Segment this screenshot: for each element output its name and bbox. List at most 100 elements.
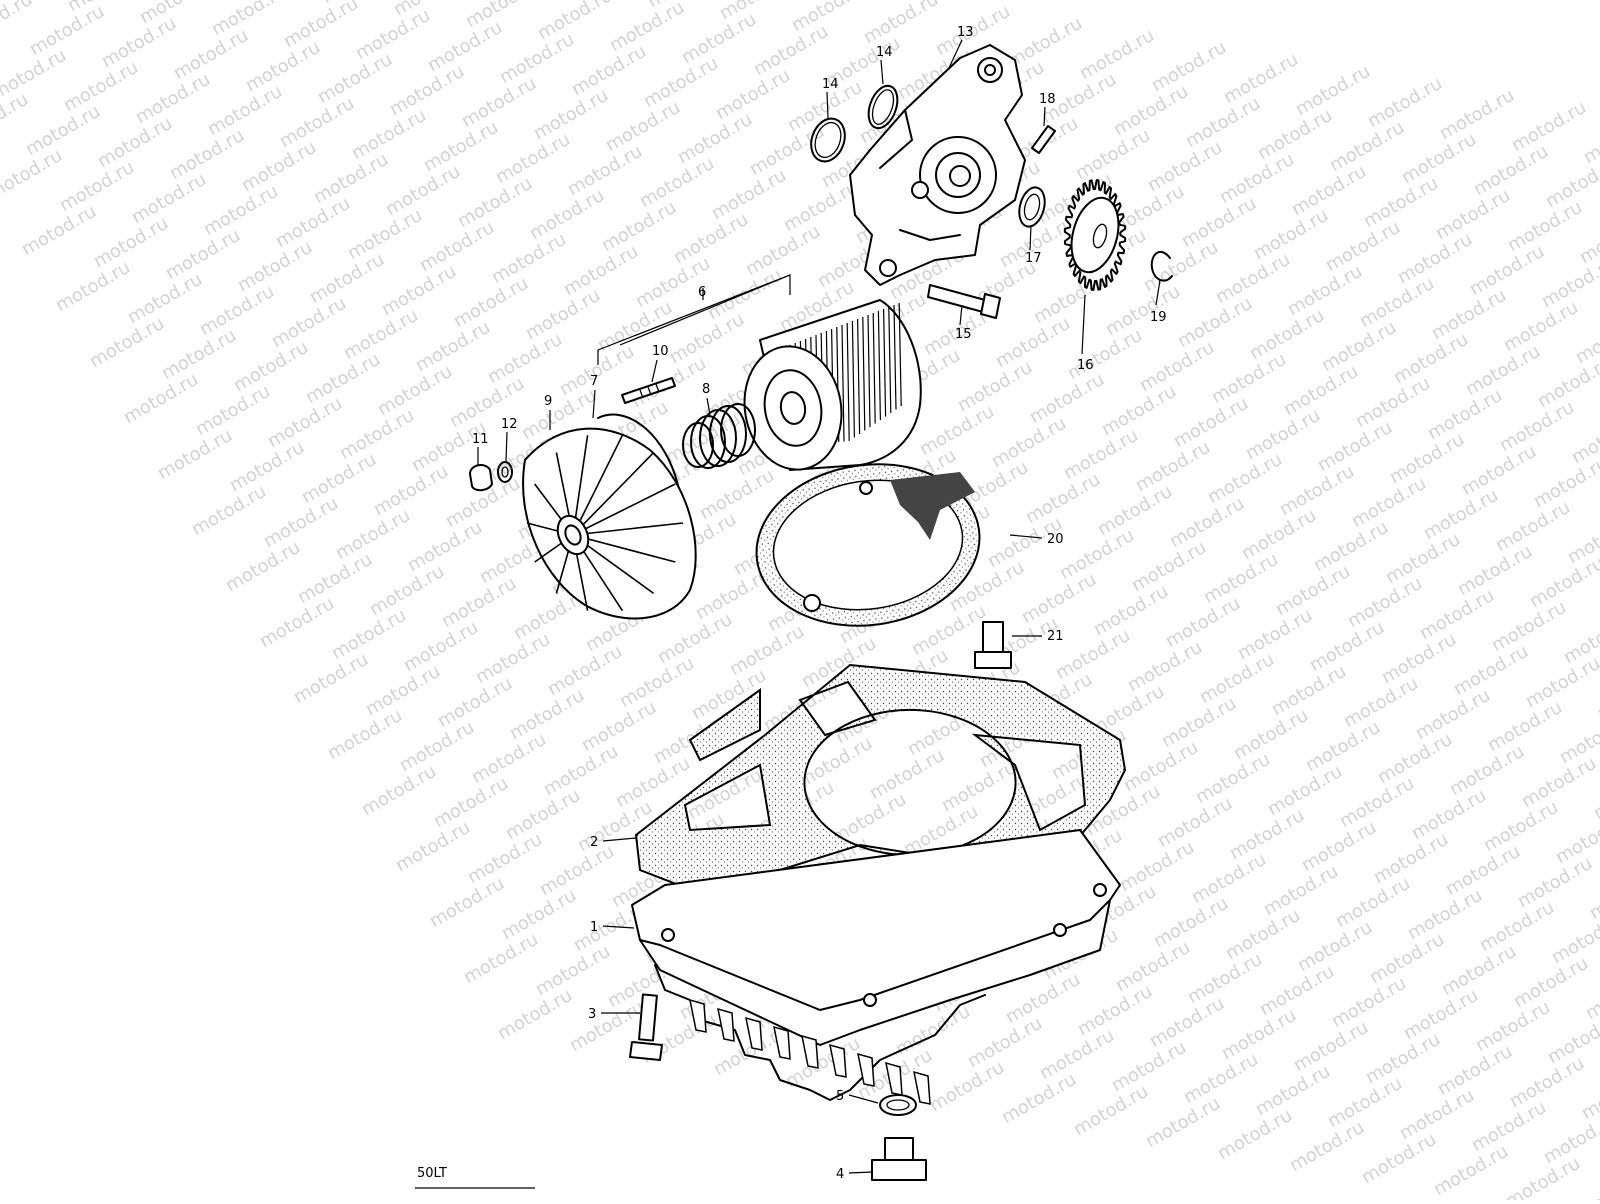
watermark-text: motod.ru (708, 165, 790, 224)
watermark-text: motod.ru (1226, 805, 1308, 864)
callout-18: 18 (1039, 92, 1056, 107)
watermark-text: motod.ru (1036, 1025, 1118, 1084)
watermark-text: motod.ru (1378, 629, 1460, 688)
watermark-text: motod.ru (1170, 393, 1252, 452)
watermark-text: motod.ru (1386, 429, 1468, 488)
watermark-text: motod.ru (128, 169, 210, 228)
watermark-text: motod.ru (1364, 73, 1446, 132)
watermark-text: motod.ru (916, 401, 998, 460)
watermark-text: motod.ru (506, 685, 588, 744)
watermark-text: motod.ru (464, 829, 546, 888)
watermark-text: motod.ru (1108, 1037, 1190, 1096)
watermark-text: motod.ru (636, 153, 718, 212)
oil-filter-element (735, 300, 921, 477)
callout-10: 10 (652, 344, 669, 359)
watermark-text: motod.ru (348, 105, 430, 164)
watermark-text: motod.ru (1352, 373, 1434, 432)
callout-12: 12 (501, 417, 518, 432)
watermark-text: motod.ru (544, 641, 626, 700)
watermark-text: motod.ru (1200, 549, 1282, 608)
watermark-text: motod.ru (280, 0, 362, 52)
watermark-text: motod.ru (726, 621, 808, 680)
callout-14a: 14 (822, 77, 839, 92)
watermark-text: motod.ru (1022, 469, 1104, 528)
watermark-text: motod.ru (1072, 125, 1154, 184)
watermark-text: motod.ru (988, 413, 1070, 472)
watermark-text: motod.ru (578, 697, 660, 756)
watermark-text: motod.ru (1322, 217, 1404, 276)
watermark-text: motod.ru (1332, 873, 1414, 932)
watermark-text: motod.ru (256, 593, 338, 652)
watermark-text: motod.ru (1290, 1017, 1372, 1076)
watermark-text: motod.ru (340, 305, 422, 364)
watermark-text: motod.ru (534, 0, 616, 44)
watermark-text: motod.ru (1146, 993, 1228, 1052)
watermark-text: motod.ru (458, 73, 540, 132)
watermark-text: motod.ru (1188, 849, 1270, 908)
watermark-text: motod.ru (1116, 837, 1198, 896)
watermark-text: motod.ru (1174, 293, 1256, 352)
watermark-text: motod.ru (56, 157, 138, 216)
watermark-text: motod.ru (1394, 229, 1476, 288)
watermark-text: motod.ru (1356, 273, 1438, 332)
watermark-text: motod.ru (1166, 493, 1248, 552)
watermark-text: motod.ru (188, 481, 270, 540)
watermark-text: motod.ru (1436, 85, 1518, 144)
watermark-text: motod.ru (18, 201, 100, 260)
watermark-text: motod.ru (1462, 341, 1544, 400)
watermark-text: motod.ru (1192, 749, 1274, 808)
watermark-text: motod.ru (272, 193, 354, 252)
watermark-text: motod.ru (1408, 785, 1490, 844)
watermark-text: motod.ru (1026, 369, 1108, 428)
watermark-text: motod.ru (52, 257, 134, 316)
watermark-text: motod.ru (1102, 281, 1184, 340)
watermark-text: motod.ru (1302, 717, 1384, 776)
callout-2: 2 (590, 835, 598, 850)
watermark-text: motod.ru (386, 61, 468, 120)
watermark-text: motod.ru (1018, 569, 1100, 628)
watermark-text: motod.ru (298, 449, 380, 508)
watermark-text: motod.ru (1142, 1093, 1224, 1152)
watermark-text: motod.ru (866, 745, 948, 804)
watermark-text: motod.ru (536, 841, 618, 900)
watermark-text: motod.ru (1324, 1073, 1406, 1132)
watermark-text: motod.ru (606, 0, 688, 56)
watermark-text: motod.ru (1472, 997, 1554, 1056)
watermark-text: motod.ru (532, 941, 614, 1000)
watermark-text: motod.ru (294, 549, 376, 608)
watermark-text: motod.ru (462, 0, 544, 32)
watermark-text: motod.ru (1150, 893, 1232, 952)
watermark-text: motod.ru (1360, 173, 1442, 232)
watermark-text: motod.ru (1136, 337, 1218, 396)
watermark-text: motod.ru (742, 221, 824, 280)
watermark-text: motod.ru (1348, 473, 1430, 532)
watermark-text: motod.ru (632, 253, 714, 312)
watermark-text: motod.ru (1132, 437, 1214, 496)
watermark-text: motod.ru (598, 197, 680, 256)
watermark-text: motod.ru (564, 141, 646, 200)
watermark-text: motod.ru (1398, 129, 1480, 188)
callout-9: 9 (544, 394, 552, 409)
watermark-text: motod.ru (268, 293, 350, 352)
watermark-text: motod.ru (382, 161, 464, 220)
watermark-text: motod.ru (712, 65, 794, 124)
watermark-text: motod.ru (1340, 673, 1422, 732)
gear-16 (1064, 180, 1126, 290)
watermark-text: motod.ru (460, 929, 542, 988)
watermark-text: motod.ru (1382, 529, 1464, 588)
watermark-text: motod.ru (1252, 1061, 1334, 1120)
watermark-text: motod.ru (1292, 61, 1374, 120)
watermark-text: motod.ru (750, 21, 832, 80)
watermark-text: motod.ru (260, 493, 342, 552)
watermark-text: motod.ru (1510, 953, 1592, 1012)
watermark-text: motod.ru (1214, 1105, 1296, 1164)
watermark-text: motod.ru (1246, 305, 1328, 364)
watermark-text: motod.ru (1306, 617, 1388, 676)
watermark-text: motod.ru (1128, 537, 1210, 596)
watermark-text: motod.ru (1238, 505, 1320, 564)
callout-1: 1 (590, 920, 598, 935)
watermark-text: motod.ru (1094, 481, 1176, 540)
watermark-text: motod.ru (1412, 685, 1494, 744)
watermark-text: motod.ru (1196, 649, 1278, 708)
